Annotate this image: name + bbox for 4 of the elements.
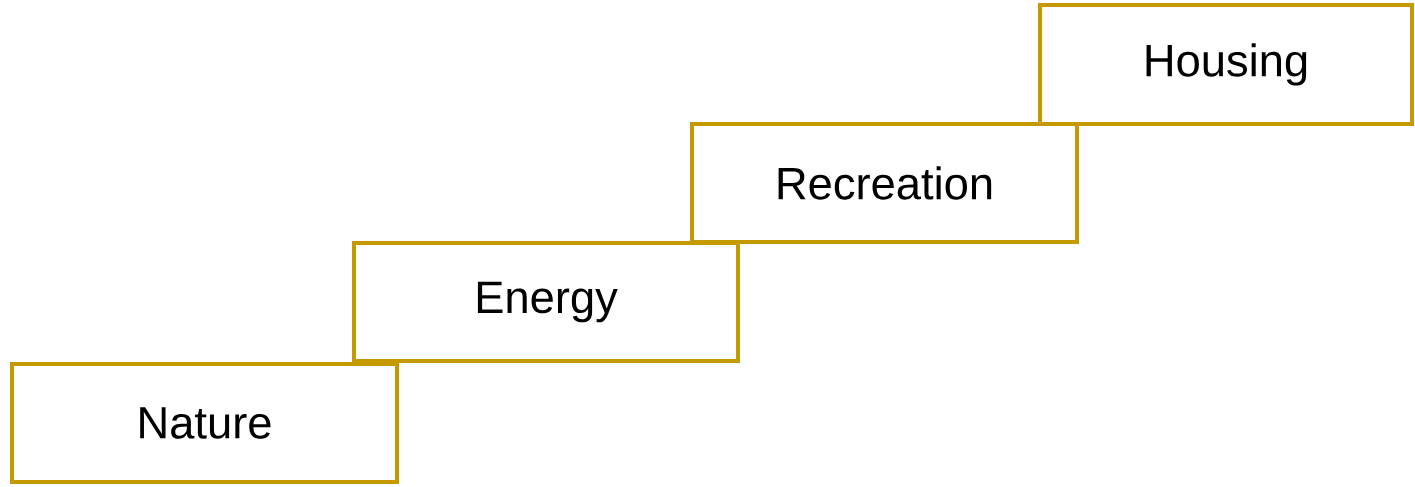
label-box: Energy: [352, 241, 740, 363]
label-box: Nature: [10, 362, 399, 484]
label-box: Recreation: [690, 122, 1079, 244]
label-box: Housing: [1038, 3, 1414, 126]
